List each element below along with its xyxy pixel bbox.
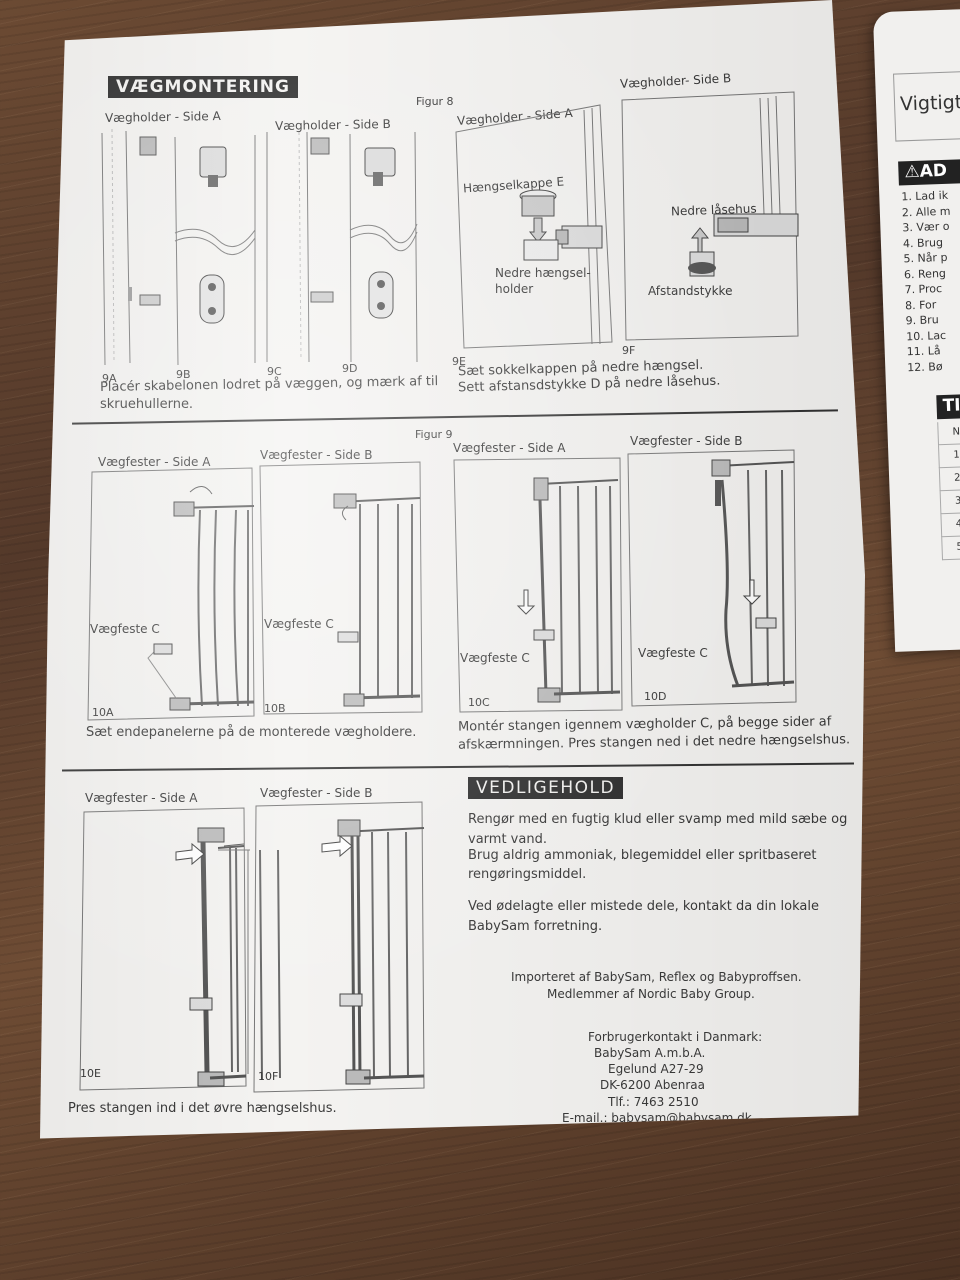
- maintenance-p1-line1: Rengør med en fugtig klud eller svamp me…: [468, 812, 848, 827]
- table-row: 4: [940, 511, 960, 538]
- list-item: 7. Proc: [904, 282, 943, 297]
- diagram-9e: [455, 104, 613, 349]
- figure-8-label: Figur 8: [416, 95, 454, 108]
- holder-side-b-label: Vægholder - Side B: [274, 116, 391, 134]
- fig-10e-label: 10E: [80, 1067, 101, 1080]
- fastener-side-b3-label: Vægfester - Side B: [260, 786, 373, 800]
- table-row: 3: [939, 488, 960, 515]
- fig-9d-label: 9D: [342, 362, 358, 375]
- table-row: 2: [938, 465, 960, 492]
- contact-heading: Forbrugerkontakt i Danmark:: [588, 1030, 763, 1044]
- diagram-9c-9d: [266, 131, 418, 363]
- caption-9abcd-line2: skruehullerne.: [100, 397, 194, 412]
- maintenance-p1-line3: Brug aldrig ammoniak, blegemiddel eller …: [468, 848, 817, 863]
- figure-9-label: Figur 9: [415, 428, 453, 441]
- warning-list: 1. Lad ik 2. Alle m 3. Vær o 4. Brug 5. …: [901, 188, 956, 376]
- importer-line1: Importeret af BabySam, Reflex og Babypro…: [511, 970, 802, 984]
- diagram-10d: [627, 449, 797, 707]
- fig-10c-label: 10C: [468, 696, 490, 709]
- diagram-9f: [621, 91, 799, 341]
- warning-triangle-icon: ⚠: [904, 161, 921, 183]
- wall-mount-c-label-b: Vægfeste C: [264, 617, 334, 631]
- fig-10a-label: 10A: [92, 706, 114, 719]
- lower-lock-label: Nedre låsehus: [670, 201, 757, 219]
- fig-10d-label: 10D: [644, 690, 667, 703]
- fastener-side-b2-label: Vægfester - Side B: [630, 434, 743, 448]
- fig-9f-label: 9F: [622, 344, 636, 357]
- list-item: 3. Vær o: [902, 219, 950, 235]
- caption-10ef: Pres stangen ind i det øvre hængselshus.: [68, 1101, 337, 1116]
- contact-city: DK-6200 Abenraa: [600, 1078, 705, 1092]
- holder-side-a-label: Vægholder - Side A: [104, 108, 221, 126]
- contact-company: BabySam A.m.b.A.: [594, 1046, 706, 1060]
- list-item: 8. For: [904, 297, 937, 312]
- caption-9abcd-line1: Placér skabelonen lodret på væggen, og m…: [99, 374, 439, 395]
- maintenance-header: VEDLIGEHOLD: [468, 777, 624, 799]
- list-item: 4. Brug: [902, 235, 944, 250]
- importer-line2: Medlemmer af Nordic Baby Group.: [547, 987, 755, 1001]
- diagram-10b: [259, 461, 423, 715]
- section-divider-2: [62, 762, 854, 772]
- fastener-side-a-label: Vægfester - Side A: [98, 455, 211, 469]
- contact-phone: Tlf.: 7463 2510: [608, 1095, 699, 1109]
- maintenance-p2-line1: Ved ødelagte eller mistede dele, kontakt…: [468, 899, 819, 914]
- fastener-side-b-label: Vægfester - Side B: [260, 448, 373, 462]
- diagram-10e: [79, 807, 281, 1091]
- list-item: 12. Bø: [907, 359, 943, 374]
- fastener-side-a2-label: Vægfester - Side A: [453, 441, 566, 455]
- instruction-sheet: VÆGMONTERING Figur 8 Vægholder - Side A …: [40, 0, 865, 1139]
- maintenance-p1-line4: rengøringsmiddel.: [468, 867, 587, 882]
- fig-10b-label: 10B: [264, 702, 286, 715]
- list-item: 2. Alle m: [901, 204, 951, 219]
- fig-9b-label: 9B: [176, 368, 191, 381]
- fig-9c-label: 9C: [267, 365, 282, 378]
- wall-mount-c-label: Vægfeste C: [90, 622, 160, 636]
- warning-header: ⚠AD: [904, 160, 948, 183]
- list-item: 6. Reng: [903, 266, 947, 281]
- fig-10f-label: 10F: [258, 1070, 279, 1083]
- lower-hinge-label-2: holder: [495, 282, 534, 296]
- contact-street: Egelund A27-29: [608, 1062, 704, 1076]
- diagram-10c: [453, 457, 623, 713]
- wall-mount-c-label-d: Vægfeste C: [638, 646, 708, 660]
- fig-9e-label: 9E: [452, 355, 466, 368]
- list-item: 1. Lad ik: [901, 188, 949, 204]
- parts-table: N 1 2 3 4 5: [937, 419, 960, 561]
- list-item: 9. Bru: [905, 313, 939, 328]
- maintenance-p2-line2: BabySam forretning.: [468, 919, 603, 934]
- list-item: 5. Når p: [903, 250, 948, 266]
- second-sheet-title: Vigtigt: [899, 91, 960, 116]
- table-row: 1: [938, 442, 960, 469]
- lower-hinge-label-1: Nedre hængsel-: [495, 266, 591, 280]
- table-row: N: [937, 419, 960, 446]
- diagram-10f: [253, 801, 425, 1093]
- diagram-10a: [87, 467, 255, 721]
- fastener-side-a3-label: Vægfester - Side A: [85, 791, 198, 805]
- list-item: 10. Lac: [905, 328, 947, 343]
- list-item: 11. Lå: [906, 344, 941, 359]
- table-header: TI: [942, 395, 960, 417]
- wall-mounting-header: VÆGMONTERING: [108, 76, 298, 98]
- maintenance-p1-line2: varmt vand.: [468, 832, 547, 847]
- wall-mount-c-label-c: Vægfeste C: [460, 651, 530, 665]
- holder-side-b2-label: Vægholder- Side B: [619, 71, 732, 91]
- spacer-label: Afstandstykke: [648, 284, 733, 298]
- fig-9a-label: 9A: [102, 372, 117, 385]
- caption-10ab: Sæt endepanelerne på de monterede væghol…: [86, 725, 417, 740]
- diagram-9a-9b: [101, 128, 256, 366]
- table-row: 5: [941, 534, 960, 561]
